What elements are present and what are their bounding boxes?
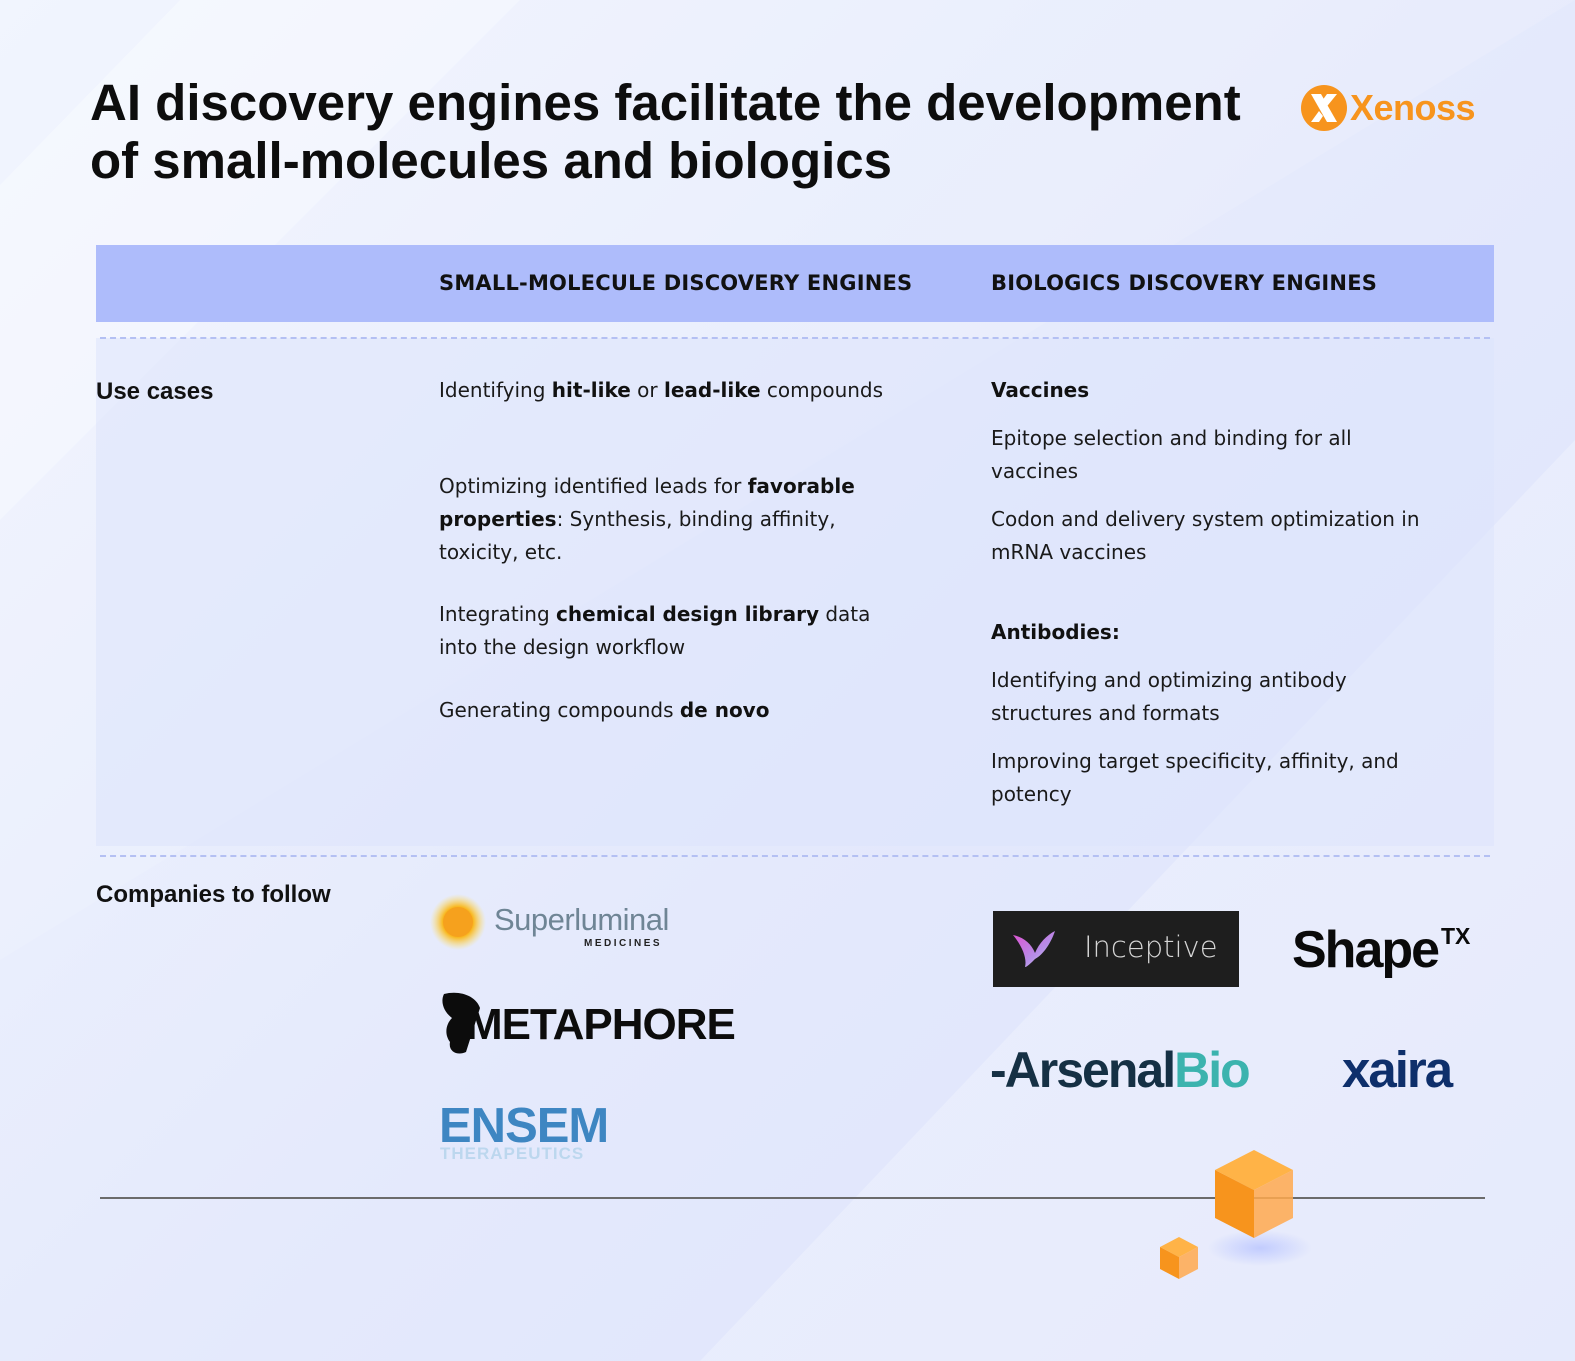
cube-decoration-large-icon <box>1208 1150 1312 1266</box>
use-case-item: Epitope selection and binding for all va… <box>991 426 1352 483</box>
inceptive-name: Inceptive <box>1084 930 1218 964</box>
use-case-item: Generating compounds de novo <box>439 698 770 722</box>
column-header-biologics: BIOLOGICS DISCOVERY ENGINES <box>991 271 1378 295</box>
logo-inceptive[interactable]: Inceptive <box>993 911 1239 987</box>
row-label-use-cases: Use cases <box>96 378 214 405</box>
arsenal-name: Arsenal <box>1004 1042 1176 1098</box>
antibodies-heading: Antibodies: <box>991 620 1120 644</box>
row-divider <box>100 337 1490 339</box>
logo-metaphore[interactable]: METAPHORE <box>440 990 740 1060</box>
table-header <box>96 245 1494 322</box>
ensem-sub: THERAPEUTICS <box>440 1144 585 1163</box>
logo-arsenalbio[interactable]: -ArsenalBio <box>990 1040 1290 1100</box>
arsenal-bio: Bio <box>1174 1042 1251 1098</box>
butterfly-icon <box>442 992 480 1054</box>
logo-xaira[interactable]: xaira <box>1342 1041 1453 1098</box>
use-case-item: Improving target specificity, affinity, … <box>991 749 1399 806</box>
use-cases-row <box>96 338 1494 846</box>
use-case-item: Identifying and optimizing antibody stru… <box>991 668 1347 725</box>
row-divider <box>100 855 1490 857</box>
column-header-small-molecule: SMALL-MOLECULE DISCOVERY ENGINES <box>439 271 913 295</box>
page-title: AI discovery engines facilitate the deve… <box>90 74 1241 189</box>
shape-name: Shape <box>1292 921 1440 979</box>
logo-shape-tx[interactable]: Shape TX <box>1292 920 1482 990</box>
use-case-item: Optimizing identified leads for favorabl… <box>439 474 855 564</box>
brand-name: Xenoss <box>1350 87 1476 128</box>
row-label-companies: Companies to follow <box>96 881 331 908</box>
use-case-item: Integrating chemical design library data… <box>439 602 871 659</box>
ensem-name: ENSEM <box>439 1099 609 1153</box>
xenoss-logo-icon <box>1301 85 1347 131</box>
sun-icon <box>430 894 486 950</box>
metaphore-name: METAPHORE <box>466 1000 736 1049</box>
cube-decoration-small-icon <box>1160 1237 1198 1279</box>
use-case-item: Identifying hit-like or lead-like compou… <box>439 378 884 402</box>
superluminal-sub: MEDICINES <box>584 938 663 949</box>
logo-superluminal[interactable]: Superluminal MEDICINES <box>430 894 670 954</box>
use-case-item: Codon and delivery system optimization i… <box>991 507 1420 564</box>
vaccines-heading: Vaccines <box>991 378 1090 402</box>
arsenal-dash: - <box>990 1042 1007 1098</box>
superluminal-name: Superluminal <box>494 902 669 937</box>
bird-icon <box>1013 931 1055 967</box>
shape-superscript: TX <box>1441 923 1471 949</box>
bottom-divider <box>100 1197 1485 1199</box>
brand-logo[interactable]: Xenoss <box>1300 84 1476 132</box>
logo-ensem[interactable]: ENSEM THERAPEUTICS <box>439 1100 619 1170</box>
